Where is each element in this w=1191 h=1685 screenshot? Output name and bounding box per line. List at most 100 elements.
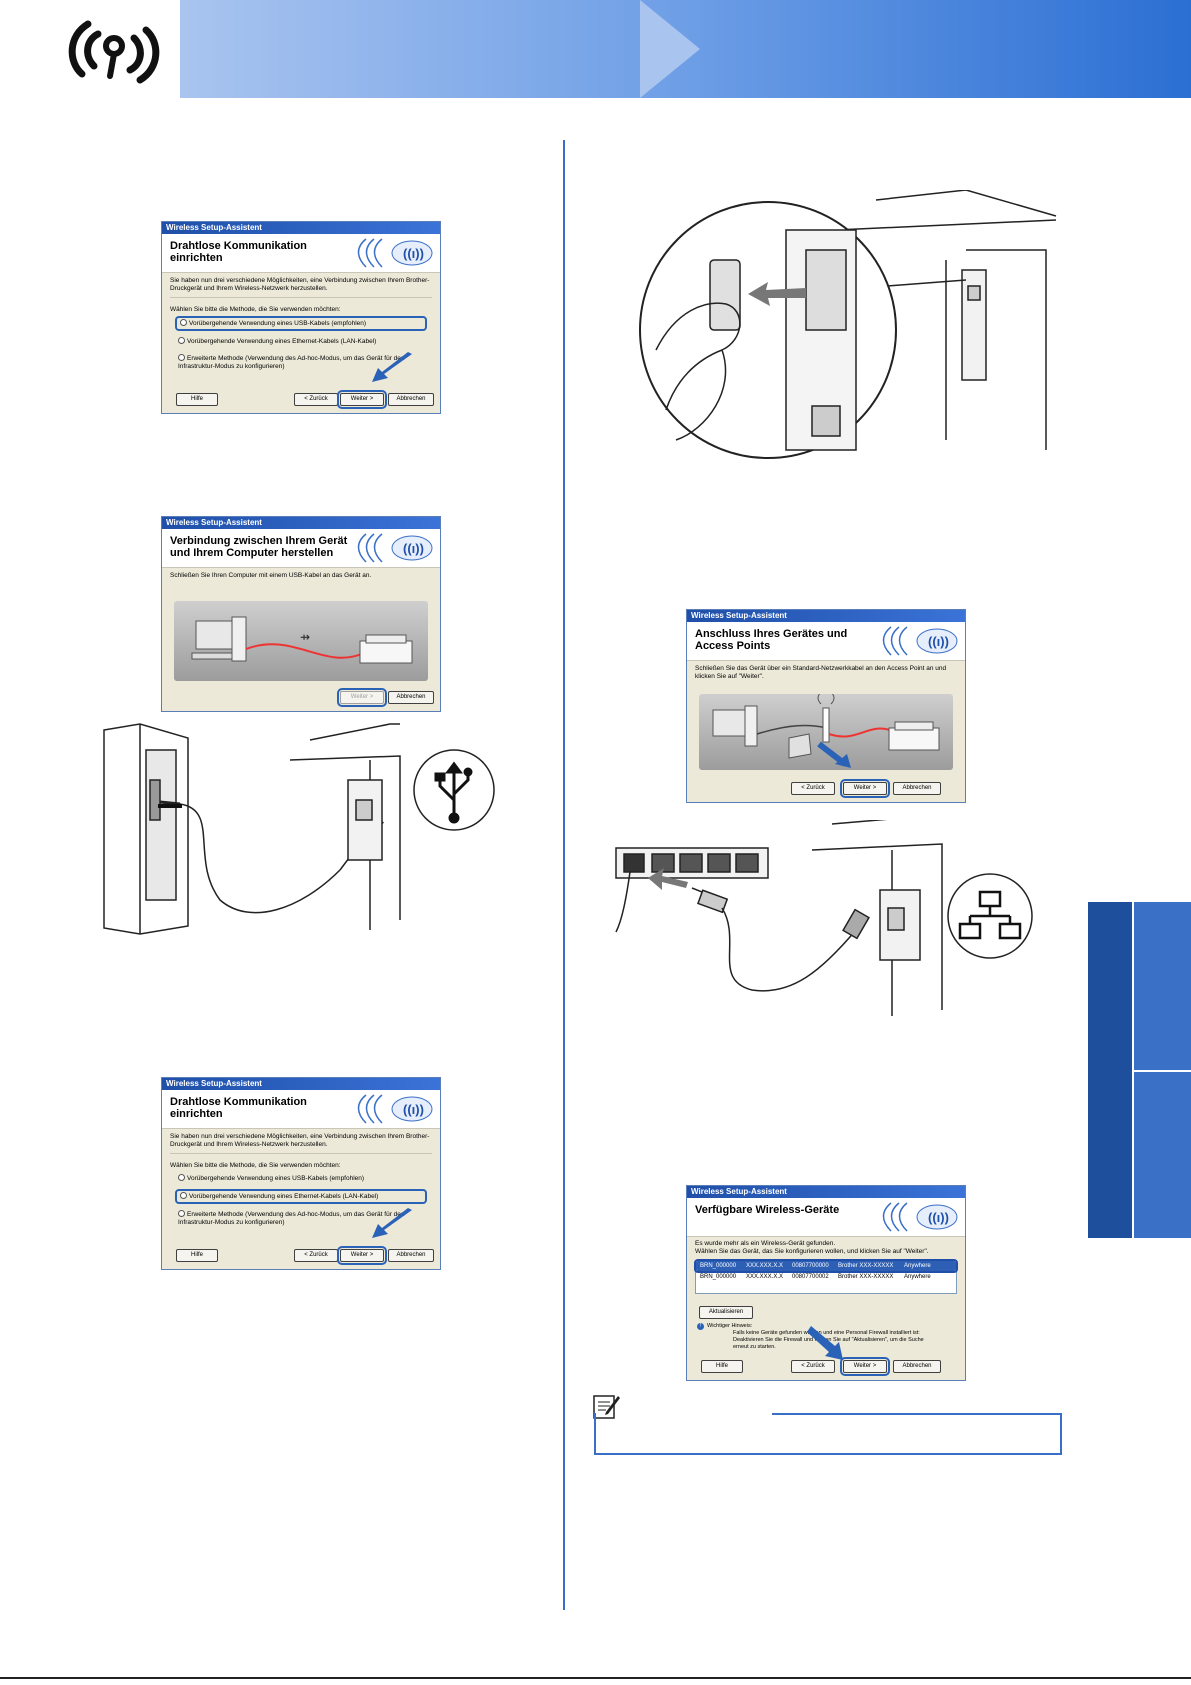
network-icon bbox=[958, 890, 1022, 940]
arrow-icon bbox=[648, 868, 688, 890]
dialog-header: Verbindung zwischen Ihrem Gerät und Ihre… bbox=[162, 529, 440, 568]
next-button[interactable]: Weiter > bbox=[840, 1357, 890, 1376]
refresh-button[interactable]: Aktualisieren bbox=[699, 1306, 753, 1319]
option-ethernet[interactable]: Vorübergehende Verwendung eines Ethernet… bbox=[162, 333, 440, 350]
header-arrow bbox=[640, 0, 700, 98]
button-row: Hilfe < Zurück Weiter > Abbrechen bbox=[687, 1357, 965, 1376]
cancel-button[interactable]: Abbrechen bbox=[388, 691, 434, 704]
window-title: Wireless Setup-Assistent bbox=[687, 1186, 965, 1198]
device-name: BRN_000000 bbox=[700, 1274, 737, 1280]
radio-icon bbox=[178, 337, 185, 344]
dialog-available-devices: Wireless Setup-Assistent Verfügbare Wire… bbox=[686, 1185, 966, 1381]
help-button[interactable]: Hilfe bbox=[701, 1360, 743, 1373]
illustration-ap-connection bbox=[699, 691, 953, 770]
table-row[interactable]: BRN_000000 XXX.XXX.X.X 00807700000 Broth… bbox=[694, 1259, 958, 1273]
back-button[interactable]: < Zurück bbox=[294, 1249, 338, 1262]
device-name: BRN_000000 bbox=[700, 1263, 737, 1269]
illustration-usb-cable bbox=[103, 723, 495, 935]
next-button[interactable]: Weiter > bbox=[337, 1246, 387, 1265]
radio-icon bbox=[180, 1192, 187, 1199]
device-ip: XXX.XXX.X.X bbox=[746, 1263, 784, 1269]
svg-text:((ı)): ((ı)) bbox=[928, 1210, 949, 1225]
dialog-connect-access-point: Wireless Setup-Assistent Anschluss Ihres… bbox=[686, 609, 966, 803]
dialog-header: Verfügbare Wireless-Geräte ((ı)) bbox=[687, 1198, 965, 1237]
dialog-prompt: Wählen Sie bitte die Methode, die Sie ve… bbox=[170, 306, 341, 313]
dialog-intro: Schließen Sie Ihren Computer mit einem U… bbox=[170, 572, 372, 579]
radio-icon bbox=[178, 354, 185, 361]
column-divider bbox=[563, 140, 565, 1610]
back-button[interactable]: < Zurück bbox=[791, 782, 835, 795]
window-title: Wireless Setup-Assistent bbox=[687, 610, 965, 622]
button-row: < Zurück Weiter > Abbrechen bbox=[687, 779, 965, 798]
option-label: Erweiterte Methode (Verwendung des Ad-ho… bbox=[178, 355, 405, 370]
illustration-remove-cap bbox=[639, 190, 1057, 459]
table-row[interactable]: BRN_000000 XXX.XXX.X.X 00807700002 Broth… bbox=[696, 1271, 956, 1283]
dialog-heading: Verbindung zwischen Ihrem Gerät und Ihre… bbox=[170, 535, 348, 559]
next-button[interactable]: Weiter > bbox=[337, 390, 387, 409]
cancel-button[interactable]: Abbrechen bbox=[893, 1360, 941, 1373]
note-pencil-icon bbox=[593, 1395, 620, 1419]
separator bbox=[170, 297, 432, 298]
cancel-button[interactable]: Abbrechen bbox=[893, 782, 941, 795]
option-label: Vorübergehende Verwendung eines USB-Kabe… bbox=[187, 1175, 365, 1182]
side-tab-upper bbox=[1134, 902, 1191, 1070]
intro-line-1: Es wurde mehr als ein Wireless-Gerät gef… bbox=[695, 1240, 836, 1247]
device-location: Anywhere bbox=[904, 1263, 931, 1269]
window-title: Wireless Setup-Assistent bbox=[162, 1078, 440, 1090]
notice: !Wichtiger Hinweis: Falls keine Geräte g… bbox=[697, 1323, 937, 1351]
arrow-icon bbox=[372, 352, 412, 382]
wireless-logo-icon: ((ı)) bbox=[357, 238, 433, 268]
footer-rule bbox=[0, 1677, 1191, 1679]
arrow-icon bbox=[807, 1326, 843, 1360]
illustration-ethernet-cable bbox=[615, 820, 1033, 1016]
dialog-header: Anschluss Ihres Gerätes und Access Point… bbox=[687, 622, 965, 661]
svg-text:((ı)): ((ı)) bbox=[403, 541, 424, 556]
intro-line-2: Wählen Sie das Gerät, das Sie konfigurie… bbox=[695, 1248, 929, 1255]
arrow-icon bbox=[835, 754, 851, 768]
option-label: Erweiterte Methode (Verwendung des Ad-ho… bbox=[178, 1211, 405, 1226]
option-usb[interactable]: Vorübergehende Verwendung eines USB-Kabe… bbox=[162, 1170, 440, 1187]
separator bbox=[170, 1153, 432, 1154]
device-model: Brother XXX-XXXXX bbox=[838, 1274, 894, 1280]
cancel-button[interactable]: Abbrechen bbox=[388, 1249, 434, 1262]
option-advanced[interactable]: Erweiterte Methode (Verwendung des Ad-ho… bbox=[162, 350, 440, 375]
dialog-intro: Schließen Sie das Gerät über ein Standar… bbox=[695, 665, 947, 680]
dialog-method-usb: Wireless Setup-Assistent Drahtlose Kommu… bbox=[161, 221, 441, 414]
device-ip: XXX.XXX.X.X bbox=[746, 1274, 784, 1280]
dialog-header: Drahtlose Kommunikation einrichten ((ı)) bbox=[162, 234, 440, 273]
dialog-heading: Drahtlose Kommunikation einrichten bbox=[170, 1096, 307, 1120]
dialog-prompt: Wählen Sie bitte die Methode, die Sie ve… bbox=[170, 1162, 341, 1169]
next-button[interactable]: Weiter > bbox=[337, 688, 387, 707]
ap-scene bbox=[712, 691, 940, 768]
help-button[interactable]: Hilfe bbox=[176, 393, 218, 406]
back-button[interactable]: < Zurück bbox=[294, 393, 338, 406]
button-row: Weiter > Abbrechen bbox=[162, 688, 440, 707]
cancel-button[interactable]: Abbrechen bbox=[388, 393, 434, 406]
dialog-header: Drahtlose Kommunikation einrichten ((ı)) bbox=[162, 1090, 440, 1129]
back-button[interactable]: < Zurück bbox=[791, 1360, 835, 1373]
option-label: Vorübergehende Verwendung eines USB-Kabe… bbox=[189, 320, 367, 327]
header-logo-area bbox=[0, 0, 180, 98]
device-mac: 00807700000 bbox=[792, 1263, 829, 1269]
arrow-icon bbox=[748, 282, 806, 306]
info-icon: ! bbox=[697, 1323, 704, 1330]
illustration-usb-connection: ⇸ bbox=[174, 601, 428, 681]
dialog-intro: Es wurde mehr als ein Wireless-Gerät gef… bbox=[687, 1237, 965, 1256]
option-label: Vorübergehende Verwendung eines Ethernet… bbox=[189, 1193, 379, 1200]
help-button[interactable]: Hilfe bbox=[176, 1249, 218, 1262]
wireless-logo-icon: ((ı)) bbox=[882, 1202, 958, 1232]
notice-title: Wichtiger Hinweis: bbox=[707, 1323, 753, 1329]
side-tab-dark bbox=[1088, 902, 1132, 1238]
usb-scene: ⇸ bbox=[191, 616, 413, 664]
dialog-method-ethernet: Wireless Setup-Assistent Drahtlose Kommu… bbox=[161, 1077, 441, 1270]
wireless-logo-icon: ((ı)) bbox=[357, 1094, 433, 1124]
usb-icon bbox=[434, 761, 473, 824]
button-row: Hilfe < Zurück Weiter > Abbrechen bbox=[162, 1246, 440, 1265]
option-usb[interactable]: Vorübergehende Verwendung eines USB-Kabe… bbox=[175, 316, 427, 331]
option-ethernet[interactable]: Vorübergehende Verwendung eines Ethernet… bbox=[175, 1189, 427, 1204]
dialog-heading: Verfügbare Wireless-Geräte bbox=[695, 1204, 840, 1216]
radio-icon bbox=[180, 319, 187, 326]
option-advanced[interactable]: Erweiterte Methode (Verwendung des Ad-ho… bbox=[162, 1206, 440, 1231]
next-button[interactable]: Weiter > bbox=[840, 779, 890, 798]
arrow-icon bbox=[372, 1208, 412, 1238]
